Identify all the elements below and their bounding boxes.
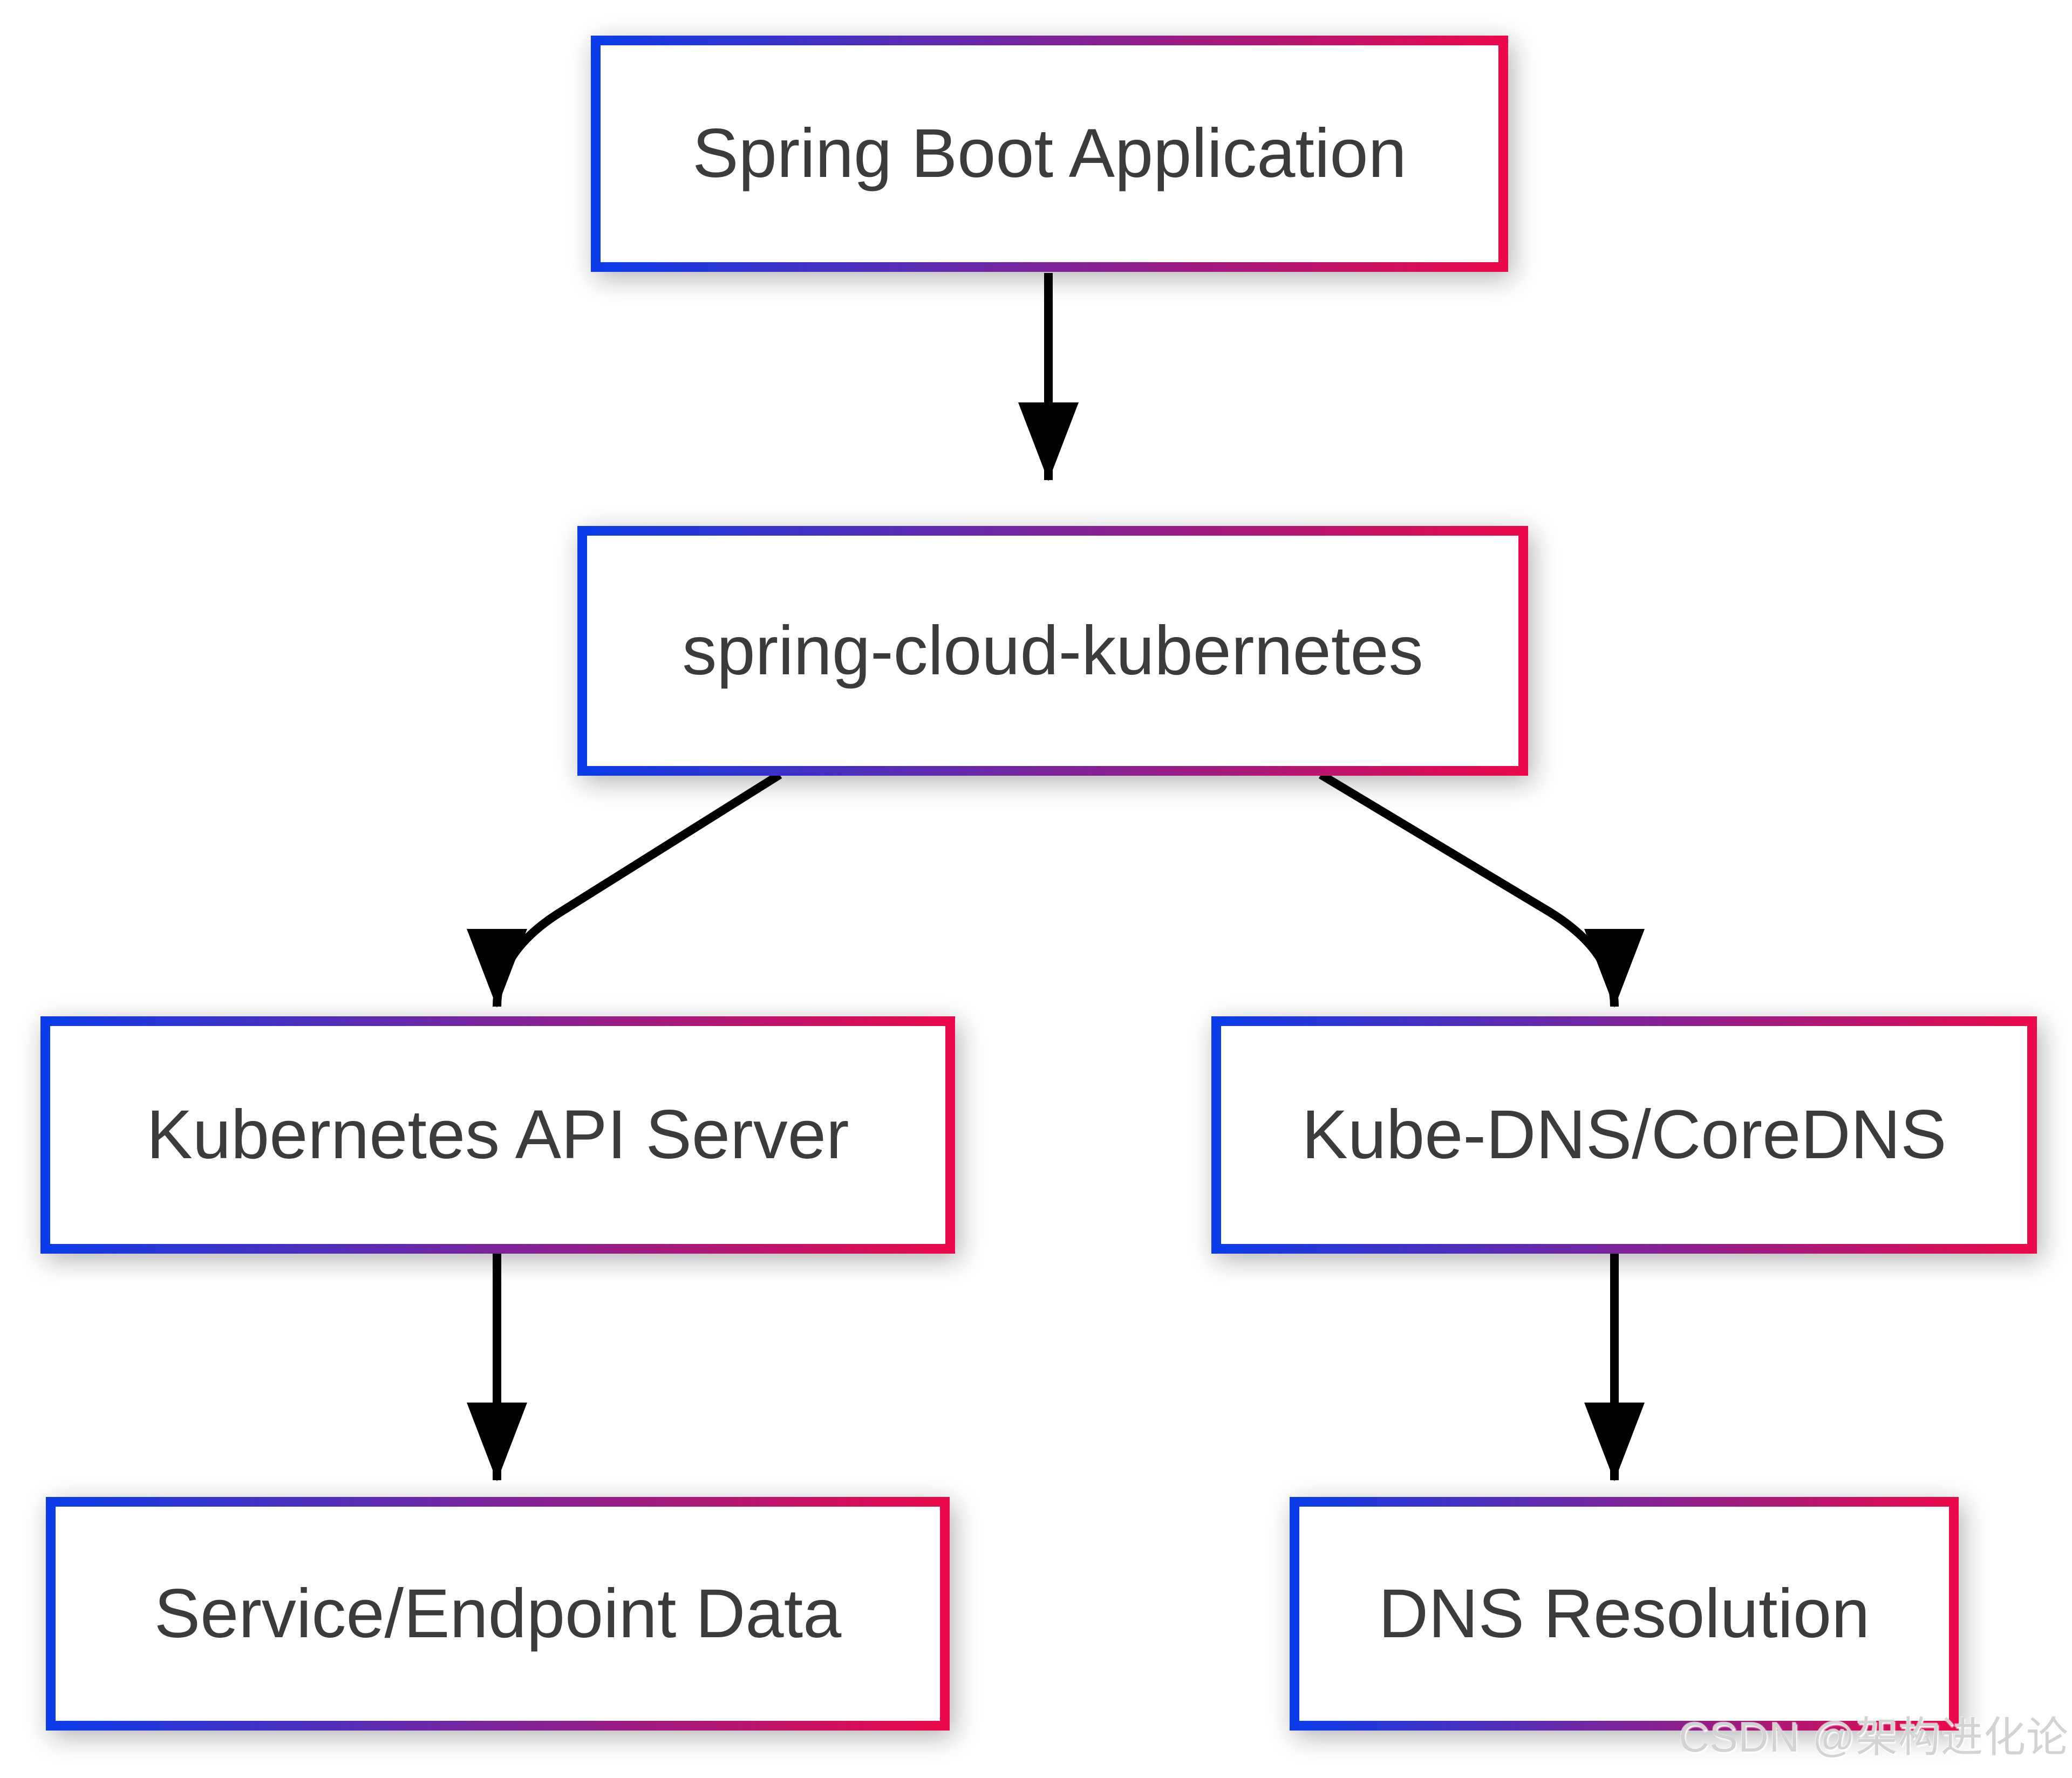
node-kubernetes-api-server: Kubernetes API Server [40,1016,955,1254]
node-label-kubernetes-api-server: Kubernetes API Server [146,1096,849,1174]
node-dns-resolution: DNS Resolution [1290,1497,1959,1731]
edge-spring-cloud-kubernetes-to-kube-dns [1318,771,1645,1008]
node-spring-cloud-kubernetes: spring-cloud-kubernetes [577,526,1528,776]
node-kube-dns-coredns: Kube-DNS/CoreDNS [1211,1016,2037,1254]
node-service-endpoint-data: Service/Endpoint Data [46,1497,950,1731]
node-label-service-endpoint-data: Service/Endpoint Data [154,1575,842,1652]
node-label-kube-dns-coredns: Kube-DNS/CoreDNS [1301,1096,1947,1174]
node-label-dns-resolution: DNS Resolution [1378,1575,1870,1652]
node-label-spring-boot-application: Spring Boot Application [692,115,1407,193]
node-label-spring-cloud-kubernetes: spring-cloud-kubernetes [682,612,1423,689]
edge-spring-cloud-kubernetes-to-api-server [467,771,782,1008]
node-spring-boot-application: Spring Boot Application [591,36,1508,272]
csdn-watermark: CSDN @架构进化论 [1679,1713,2069,1761]
